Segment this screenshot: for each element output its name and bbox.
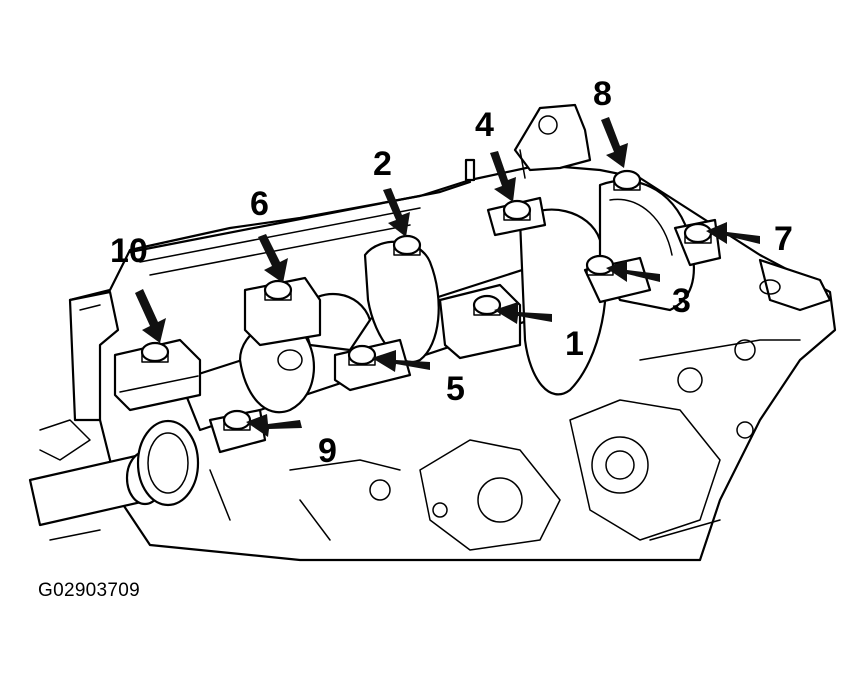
bolt-1 (472, 294, 502, 316)
bolt-9 (222, 409, 252, 431)
callout-5: 5 (446, 370, 465, 408)
bearing-cap-1-leftmost (113, 338, 202, 412)
arrow-10 (135, 289, 166, 343)
arrow-2 (383, 188, 410, 237)
callout-7: 7 (774, 220, 793, 258)
arrow-8 (601, 117, 628, 168)
callout-labels: 1 2 3 4 5 6 7 8 9 10 (110, 75, 793, 470)
bearing-cap-4 (438, 283, 522, 360)
bolt-8 (612, 169, 642, 191)
bolt-6 (263, 279, 293, 301)
bolt-4 (502, 199, 532, 221)
bolt-3 (585, 254, 615, 276)
arrow-1 (494, 302, 552, 324)
camshaft (28, 179, 695, 527)
bolt-2 (392, 234, 422, 256)
arrow-3 (606, 260, 660, 282)
callout-6: 6 (250, 185, 269, 223)
callout-3: 3 (672, 282, 691, 320)
arrow-5 (372, 350, 430, 372)
bolt-10 (140, 341, 170, 363)
callout-2: 2 (373, 145, 392, 183)
callout-9: 9 (318, 432, 337, 470)
bolt-7 (683, 222, 713, 244)
callout-arrows (135, 117, 760, 437)
arrow-9 (246, 414, 302, 437)
arrow-4 (490, 151, 516, 202)
arrow-6 (258, 234, 288, 283)
figure-id-caption: G02903709 (38, 580, 141, 601)
arrow-7 (706, 222, 760, 244)
callout-4: 4 (475, 106, 494, 144)
cap-bolts (140, 169, 713, 431)
callout-8: 8 (593, 75, 612, 113)
bolt-5 (347, 344, 377, 366)
bearing-cap-2 (243, 276, 322, 347)
callout-10: 10 (110, 232, 148, 270)
callout-1: 1 (565, 325, 584, 363)
